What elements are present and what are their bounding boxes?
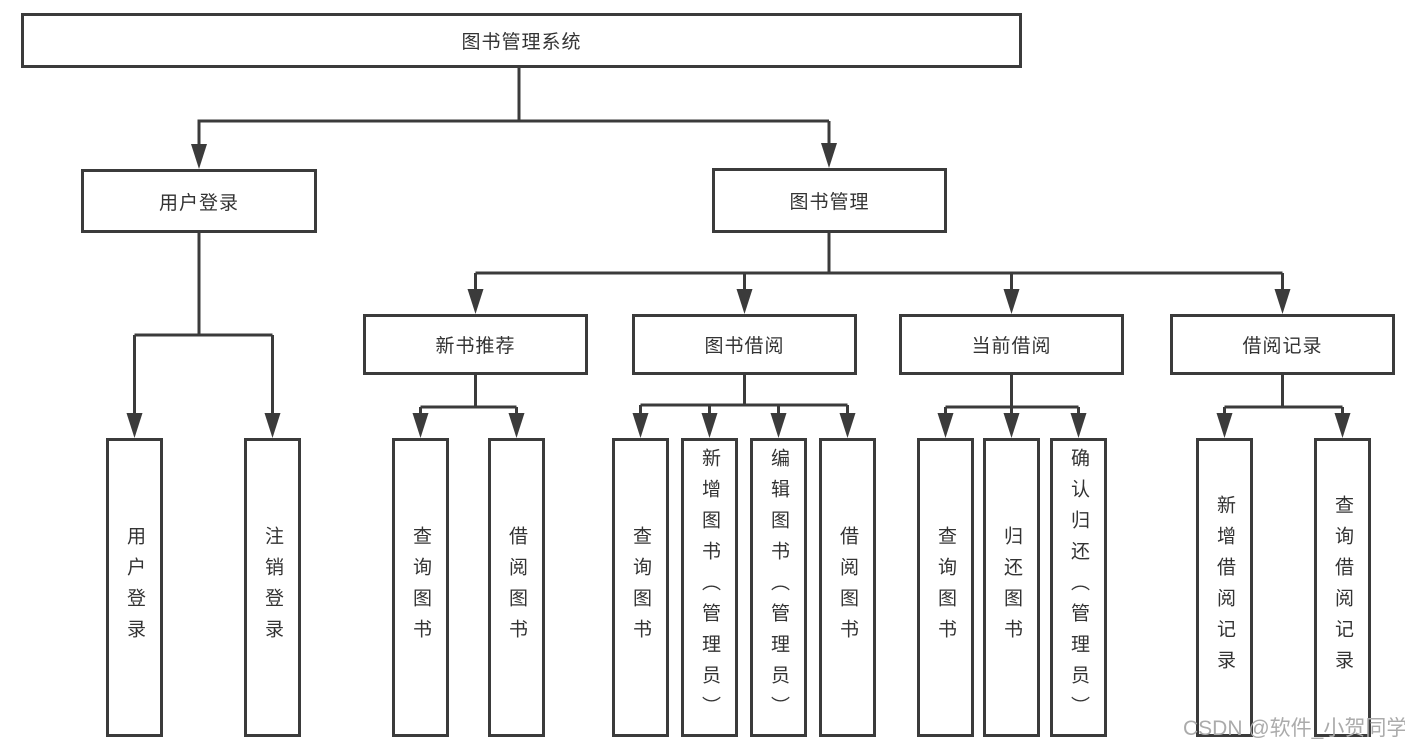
leaf-borrow-borrow-books-label: 借阅图书 xyxy=(837,525,858,650)
leaf-borrow-add-books: 新增图书（管理员） xyxy=(681,438,738,737)
node-new-book-recommend: 新书推荐 xyxy=(363,314,588,375)
node-book-management: 图书管理 xyxy=(712,168,947,233)
leaf-current-return-books-label: 归还图书 xyxy=(1001,525,1022,650)
node-current-borrow-label: 当前借阅 xyxy=(971,336,1052,357)
leaf-recommend-query-books-label: 查询图书 xyxy=(410,525,431,650)
node-book-borrow-label: 图书借阅 xyxy=(704,336,785,357)
leaf-borrow-query-books-label: 查询图书 xyxy=(630,525,651,650)
leaf-records-add-record-label: 新增借阅记录 xyxy=(1214,494,1235,681)
node-root-system: 图书管理系统 xyxy=(21,13,1022,68)
leaf-current-confirm-return-label: 确认归还（管理员） xyxy=(1068,448,1089,727)
watermark: CSDN @软件_小贺同学 xyxy=(1183,717,1405,740)
node-user-login: 用户登录 xyxy=(81,169,317,233)
leaf-user-login: 用户登录 xyxy=(106,438,163,737)
node-current-borrow: 当前借阅 xyxy=(899,314,1124,375)
leaf-current-query-books-label: 查询图书 xyxy=(935,525,956,650)
leaf-recommend-query-books: 查询图书 xyxy=(392,438,449,737)
arrowheads xyxy=(126,143,1351,438)
node-borrow-records-label: 借阅记录 xyxy=(1242,336,1323,357)
leaf-logout-label: 注销登录 xyxy=(262,525,283,650)
node-root-label: 图书管理系统 xyxy=(461,32,582,53)
leaf-borrow-add-books-label: 新增图书（管理员） xyxy=(699,448,720,727)
leaf-records-query-record: 查询借阅记录 xyxy=(1314,438,1371,737)
leaf-current-return-books: 归还图书 xyxy=(983,438,1040,737)
leaf-user-login-label: 用户登录 xyxy=(124,525,145,650)
leaf-borrow-edit-books-label: 编辑图书（管理员） xyxy=(768,448,789,727)
leaf-logout: 注销登录 xyxy=(244,438,301,737)
leaf-recommend-borrow-books: 借阅图书 xyxy=(488,438,545,737)
leaf-current-query-books: 查询图书 xyxy=(917,438,974,737)
leaf-current-confirm-return: 确认归还（管理员） xyxy=(1050,438,1107,737)
leaf-borrow-edit-books: 编辑图书（管理员） xyxy=(750,438,807,737)
leaf-records-add-record: 新增借阅记录 xyxy=(1196,438,1253,737)
leaf-records-query-record-label: 查询借阅记录 xyxy=(1332,494,1353,681)
node-book-management-label: 图书管理 xyxy=(789,192,870,213)
node-user-login-label: 用户登录 xyxy=(158,192,239,214)
node-book-borrow: 图书借阅 xyxy=(632,314,857,375)
node-borrow-records: 借阅记录 xyxy=(1170,314,1395,375)
leaf-recommend-borrow-books-label: 借阅图书 xyxy=(506,525,527,650)
leaf-borrow-borrow-books: 借阅图书 xyxy=(819,438,876,737)
node-new-book-recommend-label: 新书推荐 xyxy=(435,336,516,357)
leaf-borrow-query-books: 查询图书 xyxy=(612,438,669,737)
